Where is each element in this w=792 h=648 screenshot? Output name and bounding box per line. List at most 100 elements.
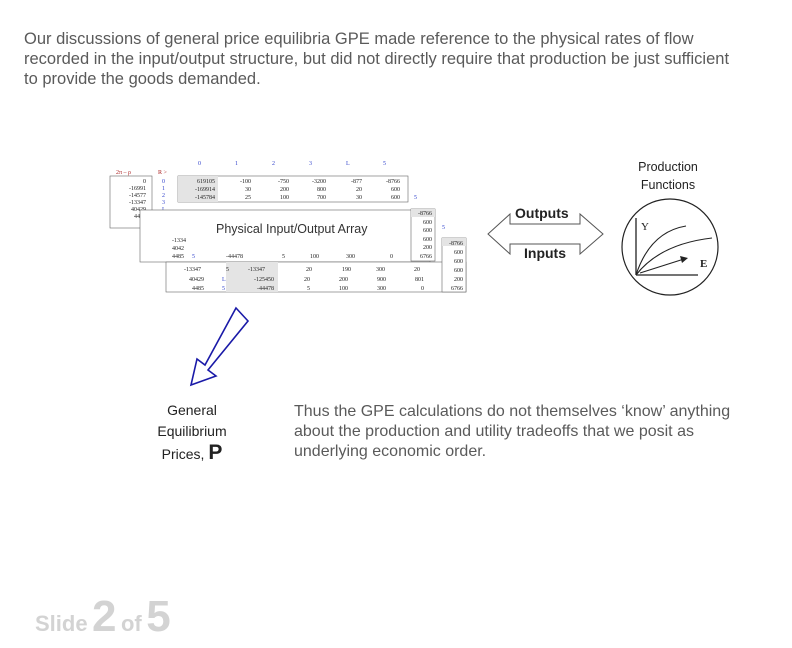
main-row-0: 619105 -100 -750 -3200 -877 -8766 <box>197 179 400 185</box>
total-slides-number: 5 <box>146 592 171 641</box>
svg-text:600: 600 <box>454 250 463 256</box>
production-vector-arrow <box>639 258 685 274</box>
svg-text:20: 20 <box>356 187 362 193</box>
svg-text:600: 600 <box>391 195 400 201</box>
svg-text:1: 1 <box>162 186 165 192</box>
svg-text:30: 30 <box>245 187 251 193</box>
x-axis-label: E <box>700 258 707 270</box>
inputs-label: Inputs <box>524 245 566 261</box>
svg-text:-1334: -1334 <box>172 238 186 244</box>
svg-text:-44478: -44478 <box>226 254 243 260</box>
svg-text:200: 200 <box>454 277 463 283</box>
svg-text:200: 200 <box>280 187 289 193</box>
svg-text:300: 300 <box>346 254 355 260</box>
main-row-2: -145784 25 100 700 30 600 <box>195 195 400 201</box>
svg-text:-13347: -13347 <box>248 267 265 273</box>
svg-text:-13347: -13347 <box>129 200 146 206</box>
svg-text:-14577: -14577 <box>129 193 146 199</box>
svg-text:L: L <box>222 277 226 283</box>
svg-text:20: 20 <box>306 267 312 273</box>
svg-text:0: 0 <box>143 179 146 185</box>
svg-text:-16991: -16991 <box>129 186 146 192</box>
svg-text:600: 600 <box>423 237 432 243</box>
general-equilibrium-label: General Equilibrium Prices, P <box>140 400 244 465</box>
production-curve-2 <box>635 237 713 276</box>
general-line: General <box>167 402 217 418</box>
svg-text:-3200: -3200 <box>312 179 326 185</box>
svg-text:300: 300 <box>377 286 386 292</box>
svg-text:-13347: -13347 <box>184 267 201 273</box>
column-headers: 0 1 2 3 L 5 <box>198 161 386 167</box>
main-row-1: -169914 30 200 800 20 600 <box>195 187 400 193</box>
svg-text:25: 25 <box>245 195 251 201</box>
svg-text:5: 5 <box>192 254 195 260</box>
svg-text:3: 3 <box>162 200 165 206</box>
svg-text:190: 190 <box>342 267 351 273</box>
svg-text:100: 100 <box>339 286 348 292</box>
price-symbol: P <box>208 441 223 464</box>
svg-text:600: 600 <box>423 220 432 226</box>
svg-text:6766: 6766 <box>420 254 432 260</box>
equilibrium-line: Equilibrium <box>157 423 227 439</box>
svg-text:5: 5 <box>383 161 386 167</box>
svg-text:40429: 40429 <box>131 207 146 213</box>
svg-text:-100: -100 <box>240 179 251 185</box>
svg-text:900: 900 <box>377 277 386 283</box>
svg-text:100: 100 <box>310 254 319 260</box>
svg-text:L: L <box>346 161 350 167</box>
svg-text:-169914: -169914 <box>195 187 215 193</box>
far-right-column-table <box>441 237 467 293</box>
svg-text:100: 100 <box>280 195 289 201</box>
svg-text:6766: 6766 <box>451 286 463 292</box>
svg-text:5: 5 <box>442 225 445 231</box>
svg-text:200: 200 <box>339 277 348 283</box>
outputs-label: Outputs <box>515 205 569 221</box>
svg-text:3: 3 <box>309 161 312 167</box>
svg-text:-877: -877 <box>351 179 362 185</box>
svg-text:300: 300 <box>376 267 385 273</box>
svg-text:2: 2 <box>162 193 165 199</box>
svg-text:600: 600 <box>423 228 432 234</box>
slide-word: Slide <box>35 611 88 636</box>
svg-text:2: 2 <box>272 161 275 167</box>
svg-text:-8766: -8766 <box>449 241 463 247</box>
svg-text:40429: 40429 <box>189 277 204 283</box>
svg-text:20: 20 <box>304 277 310 283</box>
svg-text:5: 5 <box>282 254 285 260</box>
svg-text:5: 5 <box>222 286 225 292</box>
svg-text:5: 5 <box>307 286 310 292</box>
slide-counter: Slide 2 of 5 <box>35 592 171 642</box>
svg-text:0: 0 <box>390 254 393 260</box>
svg-text:800: 800 <box>317 187 326 193</box>
svg-text:4485: 4485 <box>192 286 204 292</box>
far-right-column-values: -8766 600 600 600 200 6766 <box>449 241 463 292</box>
svg-text:-125450: -125450 <box>254 277 274 283</box>
y-axis-label: Y <box>641 221 649 233</box>
svg-text:4042: 4042 <box>172 246 184 252</box>
row-index-header: R > <box>158 170 168 176</box>
right-column-table <box>410 208 436 262</box>
left-table-header: 2π – ρ <box>116 170 131 176</box>
array-label: Physical Input/Output Array <box>214 222 370 236</box>
svg-text:700: 700 <box>317 195 326 201</box>
down-arrow-to-prices <box>189 306 250 387</box>
svg-text:600: 600 <box>454 268 463 274</box>
svg-text:-750: -750 <box>278 179 289 185</box>
svg-text:0: 0 <box>162 179 165 185</box>
svg-text:0: 0 <box>421 286 424 292</box>
svg-text:20: 20 <box>414 267 420 273</box>
intro-paragraph: Our discussions of general price equilib… <box>24 30 730 88</box>
production-functions-label: Production Functions <box>638 160 698 192</box>
svg-text:4485: 4485 <box>172 254 184 260</box>
svg-text:801: 801 <box>415 277 424 283</box>
prices-line: Prices, <box>161 446 205 462</box>
svg-text:1: 1 <box>235 161 238 167</box>
svg-text:-8766: -8766 <box>418 211 432 217</box>
svg-text:5: 5 <box>414 195 417 201</box>
svg-text:200: 200 <box>423 245 432 251</box>
of-word: of <box>120 611 142 636</box>
svg-text:600: 600 <box>454 259 463 265</box>
conclusion-paragraph: Thus the GPE calculations do not themsel… <box>294 403 731 460</box>
svg-text:5: 5 <box>226 267 229 273</box>
